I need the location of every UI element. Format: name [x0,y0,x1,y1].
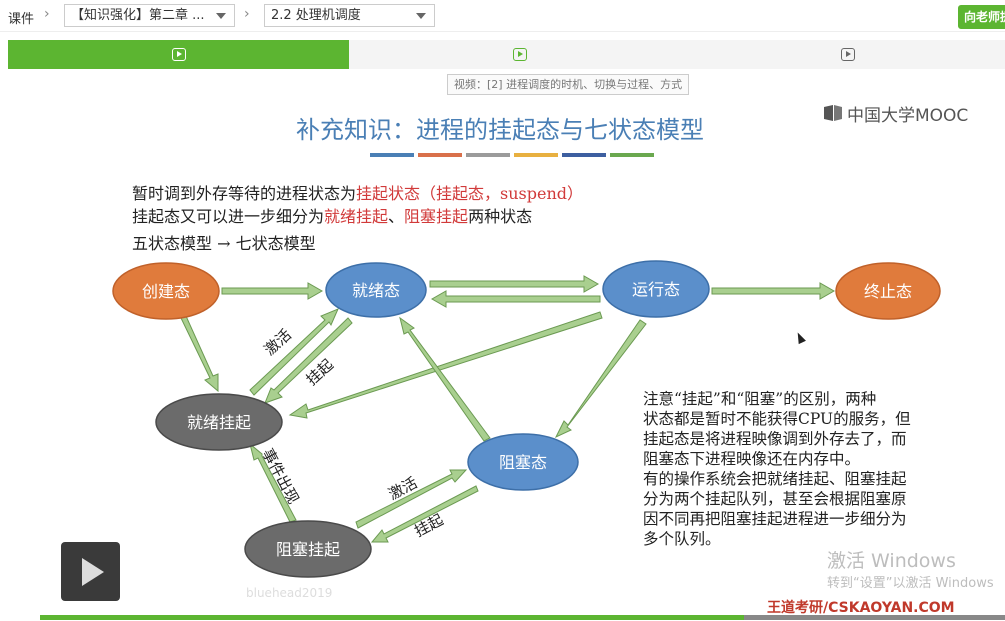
mooc-logo-text: 中国大学MOOC [847,106,969,126]
play-button[interactable] [61,542,120,601]
intro-line-1-prefix: 暂时调到外存等待的进程状态为 [132,184,357,203]
section-select-value: 2.2 处理机调度 [271,8,361,23]
intro-line-3: 五状态模型 → 七状态模型 [132,234,316,253]
arrow-ready-to-running [429,275,600,293]
arrow-activate-ready-suspend [249,308,339,396]
intro-line-2: 挂起态又可以进一步细分为就绪挂起、阻塞挂起两种状态 [132,203,532,227]
arrow-suspend-ready [264,317,353,404]
state-terminated [835,262,941,320]
state-ready-suspend-label: 就绪挂起 [187,413,251,432]
top-bar: 课件 › 【知识强化】第二章 ... › 2.2 处理机调度 向老师提问 [0,0,1005,32]
state-create-label: 创建态 [142,282,190,301]
color-bar-2 [418,153,462,157]
chapter-select[interactable]: 【知识强化】第二章 ... [64,4,235,27]
video-play-icon [513,48,527,61]
section-select[interactable]: 2.2 处理机调度 [264,4,435,27]
video-caption: 视频：[2] 进程调度的时机、切换与过程、方式 [447,74,690,95]
video-play-icon [171,48,186,61]
note-line: 因不同再把阻塞挂起进程进一步细分为 [643,510,907,528]
ask-teacher-button[interactable]: 向老师提问 [958,5,1005,29]
note-line: 状态都是暂时不能获得CPU的服务，但 [643,410,911,428]
tab-video-3[interactable] [691,40,1005,69]
arrow-create-to-ready-suspend [180,315,219,393]
intro-line-2-suffix: 两种状态 [468,207,533,226]
intro-line-2-sep: 、 [388,207,405,226]
slide-title: 补充知识：进程的挂起态与七状态模型 [296,116,704,144]
label-suspend-2: 挂起 [411,511,446,541]
chevron-down-icon [416,13,426,19]
video-play-icon [841,48,855,61]
brand-footer: 王道考研/CSKAOYAN.COM [767,600,955,616]
state-blocked-label: 阻塞态 [499,453,547,472]
note-line: 注意“挂起”和“阻塞”的区别，两种 [643,390,877,408]
ready-suspend-highlight: 就绪挂起 [324,207,389,226]
state-running-label: 运行态 [632,280,680,299]
color-bar-1 [370,153,414,157]
chapter-select-value: 【知识强化】第二章 ... [71,8,205,23]
arrow-running-to-ready-suspend [288,311,603,419]
intro-line-1-highlight: 挂起状态（挂起态，suspend） [356,184,584,203]
arrow-event-occurred [249,442,297,523]
intro-line-1: 暂时调到外存等待的进程状态为挂起状态（挂起态，suspend） [132,180,583,204]
activate-windows-hint: 转到“设置”以激活 Windows [827,576,994,591]
note-box: 注意“挂起”和“阻塞”的区别，两种 状态都是暂时不能获得CPU的服务，但 挂起态… [643,389,963,549]
chevron-down-icon [216,13,226,19]
chevron-right-icon: › [44,6,50,22]
note-line: 多个队列。 [643,530,721,548]
state-blocked [467,433,579,491]
color-bar-6 [610,153,654,157]
note-line: 阻塞态下进程映像还在内存中。 [643,450,861,468]
arrow-activate-blocked-suspend [355,469,468,529]
arrow-running-to-terminated [711,282,836,300]
state-ready [325,262,427,318]
activate-windows-watermark: 激活 Windows [827,550,956,572]
state-ready-suspend [155,393,283,451]
breadcrumb-courseware[interactable]: 课件 [8,12,35,27]
blocked-suspend-highlight: 阻塞挂起 [404,207,469,226]
arrow-blocked-to-ready [399,316,491,442]
state-terminated-label: 终止态 [864,282,912,301]
tab-video-2[interactable] [349,40,691,69]
color-bar-4 [514,153,558,157]
tab-video-1[interactable] [8,40,349,69]
state-running [602,260,710,318]
note-line: 挂起态是将进程映像调到外存去了，而 [643,430,907,448]
note-line: 分为两个挂起队列，甚至会根据阻塞原 [643,490,907,508]
chevron-right-icon: › [244,6,250,22]
note-line: 有的操作系统会把就绪挂起、阻塞挂起 [643,470,907,488]
arrow-running-to-blocked [554,319,647,439]
arrow-create-to-ready [221,282,324,300]
arrow-running-to-ready [430,290,601,308]
faint-watermark: bluehead2019 [246,586,333,600]
state-blocked-suspend [244,520,372,578]
color-bar-5 [562,153,606,157]
intro-line-2-prefix: 挂起态又可以进一步细分为 [132,207,325,226]
state-blocked-suspend-label: 阻塞挂起 [276,540,340,559]
arrow-suspend-blocked [370,485,479,543]
video-progress-bar[interactable] [40,615,1005,620]
state-create [112,262,220,320]
mooc-logo-icon [824,105,842,121]
unit-tabs [8,40,1005,69]
color-bar-3 [466,153,510,157]
state-ready-label: 就绪态 [352,281,400,300]
video-progress-fill [40,615,745,620]
